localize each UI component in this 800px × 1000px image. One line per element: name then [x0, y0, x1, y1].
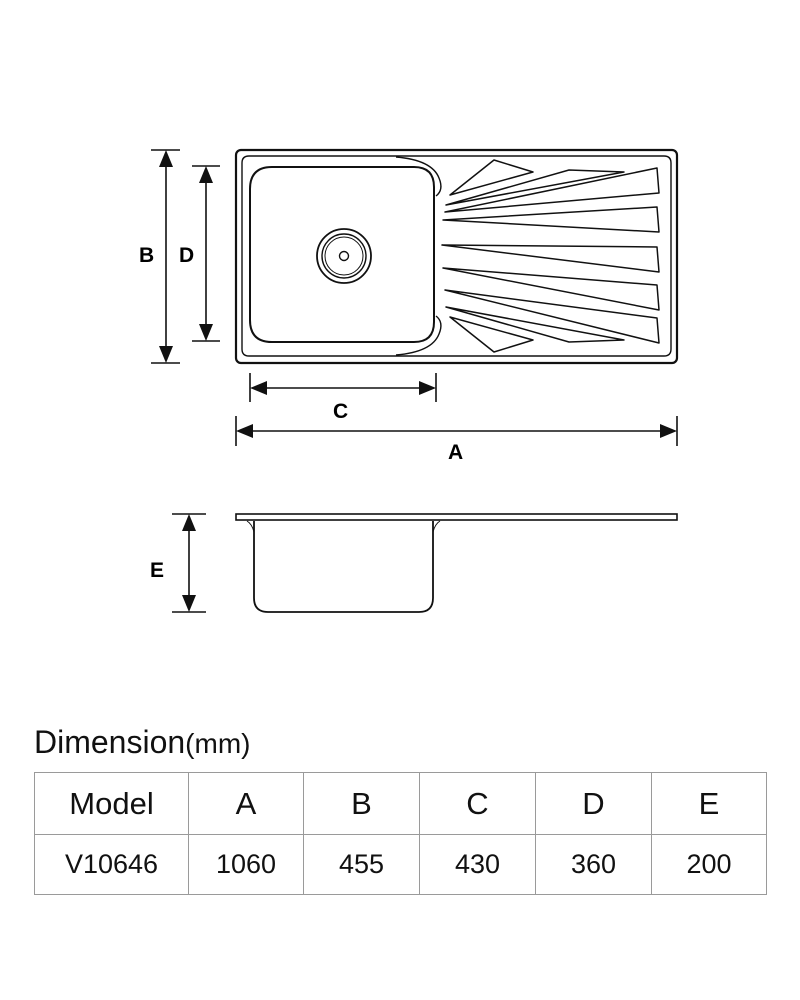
arrowhead: [236, 424, 253, 438]
header-cell: B: [303, 772, 420, 835]
table-cell: V10646: [34, 834, 189, 895]
side-bowl-inner: [432, 520, 441, 533]
sink-outer-rim: [234, 148, 679, 365]
table-cell: 430: [419, 834, 536, 895]
side-bowl-inner: [246, 520, 255, 533]
dimension-c: [249, 373, 437, 402]
arrowhead: [660, 424, 677, 438]
drainboard-groove: [449, 316, 534, 353]
bowl-ledge-bottom: [395, 315, 442, 356]
bowl-ledge-top: [395, 156, 442, 197]
arrowhead: [250, 381, 267, 395]
arrowhead: [419, 381, 436, 395]
arrowhead: [199, 166, 213, 183]
label-b: B: [139, 244, 154, 267]
sink-top-view: [234, 148, 679, 365]
drainboard-groove: [442, 267, 660, 311]
dimension-table: Model A B C D E V10646 1060 455 430 360 …: [34, 772, 767, 895]
table-title: Dimension(mm): [34, 722, 250, 764]
table-cell: 200: [651, 834, 767, 895]
table-cell: 1060: [188, 834, 304, 895]
table-header-row: Model A B C D E: [34, 772, 767, 835]
label-e: E: [150, 559, 164, 582]
header-cell: A: [188, 772, 304, 835]
table-cell: 455: [303, 834, 420, 895]
arrowhead: [199, 324, 213, 341]
drainboard-groove: [445, 169, 625, 206]
arrowhead: [159, 346, 173, 363]
dimension-d: [192, 165, 220, 342]
drainboard-groove: [441, 244, 660, 273]
header-cell: E: [651, 772, 767, 835]
drainboard-groove: [444, 167, 660, 213]
arrowhead: [182, 514, 196, 531]
drainboard-groove: [445, 306, 625, 343]
header-cell: C: [419, 772, 536, 835]
side-rim: [235, 513, 678, 521]
dimension-a: [235, 416, 678, 446]
label-c: C: [333, 400, 348, 423]
drainboard-grooves: [441, 159, 660, 353]
table-title-unit: (mm): [185, 728, 251, 759]
header-cell: Model: [34, 772, 189, 835]
label-d: D: [179, 244, 194, 267]
table-cell: 360: [535, 834, 652, 895]
drainboard-groove: [442, 206, 660, 233]
sink-bowl: [249, 166, 435, 343]
sink-technical-drawing: B D C A E: [139, 148, 679, 613]
dimension-b: [151, 149, 180, 364]
sink-inner-rim: [241, 155, 672, 357]
dimension-e: [172, 513, 206, 613]
drain-icon: [316, 228, 372, 284]
drainboard-groove: [444, 289, 660, 344]
label-a: A: [448, 441, 463, 464]
table-title-text: Dimension: [34, 724, 186, 760]
side-bowl: [253, 521, 434, 613]
dimension-lines: [151, 149, 678, 446]
arrowhead: [182, 595, 196, 612]
drainboard-groove: [449, 159, 534, 196]
table-row: V10646 1060 455 430 360 200: [34, 834, 767, 895]
arrowhead: [159, 150, 173, 167]
sink-side-view: [235, 513, 678, 613]
header-cell: D: [535, 772, 652, 835]
